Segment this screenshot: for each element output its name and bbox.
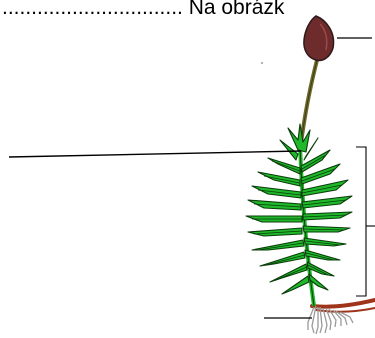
gametophyte-bracket	[356, 147, 366, 296]
gametophyte-leaves-icon	[246, 124, 352, 294]
label-line-seta	[9, 151, 301, 157]
speck	[261, 62, 263, 64]
rhizome	[312, 300, 375, 307]
capsule-icon	[304, 16, 334, 61]
rhizoids-icon	[308, 306, 353, 334]
